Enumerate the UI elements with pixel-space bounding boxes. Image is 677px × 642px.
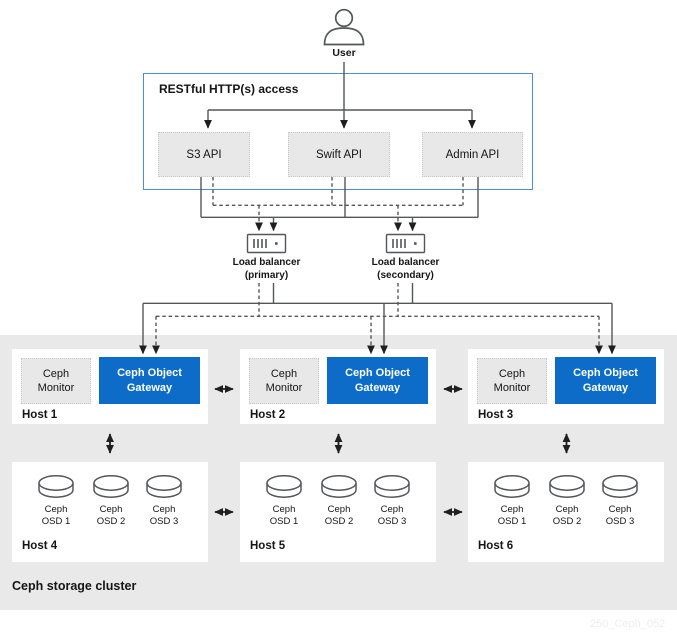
osd-unit: Ceph OSD 2 bbox=[313, 474, 365, 528]
host-4-box: Ceph OSD 1 Ceph OSD 2 Ceph OSD 3 Host 4 bbox=[12, 462, 208, 562]
host-name: Host 2 bbox=[250, 409, 286, 421]
host-name: Host 3 bbox=[478, 409, 514, 421]
osd-unit: Ceph OSD 3 bbox=[594, 474, 646, 528]
ceph-object-gateway-box: Ceph Object Gateway bbox=[555, 357, 656, 404]
osd-label: Ceph OSD 2 bbox=[324, 504, 354, 527]
osd-label: Ceph OSD 1 bbox=[269, 504, 299, 527]
ceph-object-gateway-box: Ceph Object Gateway bbox=[327, 357, 428, 404]
host-5-box: Ceph OSD 1 Ceph OSD 2 Ceph OSD 3 Host 5 bbox=[240, 462, 436, 562]
load-balancer-secondary-label: Load balancer (secondary) bbox=[371, 257, 440, 281]
osd-unit: Ceph OSD 1 bbox=[258, 474, 310, 528]
ceph-object-gateway-label: Ceph Object Gateway bbox=[345, 366, 410, 394]
admin-api-box: Admin API bbox=[422, 132, 523, 177]
host-name: Host 4 bbox=[22, 540, 58, 552]
osd-label: Ceph OSD 3 bbox=[377, 504, 407, 527]
admin-api-label: Admin API bbox=[445, 148, 500, 161]
disk-icon bbox=[602, 475, 638, 498]
osd-unit: Ceph OSD 1 bbox=[30, 474, 82, 528]
disk-icon bbox=[146, 475, 182, 498]
osd-unit: Ceph OSD 3 bbox=[366, 474, 418, 528]
osd-label: Ceph OSD 1 bbox=[497, 504, 527, 527]
osd-unit: Ceph OSD 2 bbox=[541, 474, 593, 528]
host-1-box: Ceph Monitor Ceph Object Gateway Host 1 bbox=[12, 349, 208, 424]
ceph-monitor-box: Ceph Monitor bbox=[249, 358, 319, 404]
ceph-storage-cluster-label: Ceph storage cluster bbox=[12, 579, 137, 593]
load-balancer-icon bbox=[246, 233, 287, 254]
host-3-box: Ceph Monitor Ceph Object Gateway Host 3 bbox=[468, 349, 664, 424]
disk-icon bbox=[93, 475, 129, 498]
ceph-object-gateway-label: Ceph Object Gateway bbox=[117, 366, 182, 394]
load-balancer-primary-label: Load balancer (primary) bbox=[232, 257, 301, 281]
ceph-monitor-box: Ceph Monitor bbox=[21, 358, 91, 404]
disk-icon bbox=[266, 475, 302, 498]
osd-unit: Ceph OSD 3 bbox=[138, 474, 190, 528]
load-balancer-icon bbox=[385, 233, 426, 254]
host-name: Host 5 bbox=[250, 540, 286, 552]
host-name: Host 1 bbox=[22, 409, 58, 421]
disk-icon bbox=[549, 475, 585, 498]
disk-icon bbox=[494, 475, 530, 498]
host-6-box: Ceph OSD 1 Ceph OSD 2 Ceph OSD 3 Host 6 bbox=[468, 462, 664, 562]
ceph-monitor-label: Ceph Monitor bbox=[37, 367, 75, 394]
disk-icon bbox=[38, 475, 74, 498]
swift-api-box: Swift API bbox=[288, 132, 390, 177]
watermark: 250_Ceph_052 bbox=[590, 618, 666, 630]
osd-label: Ceph OSD 2 bbox=[96, 504, 126, 527]
disk-icon bbox=[374, 475, 410, 498]
ceph-monitor-box: Ceph Monitor bbox=[477, 358, 547, 404]
user-icon bbox=[323, 8, 365, 46]
host-name: Host 6 bbox=[478, 540, 514, 552]
osd-unit: Ceph OSD 1 bbox=[486, 474, 538, 528]
user-label: User bbox=[332, 47, 356, 59]
host-2-box: Ceph Monitor Ceph Object Gateway Host 2 bbox=[240, 349, 436, 424]
osd-unit: Ceph OSD 2 bbox=[85, 474, 137, 528]
disk-icon bbox=[321, 475, 357, 498]
osd-label: Ceph OSD 3 bbox=[605, 504, 635, 527]
restful-access-title: RESTful HTTP(s) access bbox=[159, 82, 299, 96]
osd-label: Ceph OSD 2 bbox=[552, 504, 582, 527]
osd-label: Ceph OSD 3 bbox=[149, 504, 179, 527]
ceph-object-gateway-box: Ceph Object Gateway bbox=[99, 357, 200, 404]
s3-api-box: S3 API bbox=[158, 132, 250, 177]
restful-access-box bbox=[143, 73, 533, 190]
swift-api-label: Swift API bbox=[315, 148, 363, 161]
ceph-monitor-label: Ceph Monitor bbox=[493, 367, 531, 394]
ceph-monitor-label: Ceph Monitor bbox=[265, 367, 303, 394]
s3-api-label: S3 API bbox=[186, 148, 222, 161]
osd-label: Ceph OSD 1 bbox=[41, 504, 71, 527]
ceph-object-gateway-label: Ceph Object Gateway bbox=[573, 366, 638, 394]
